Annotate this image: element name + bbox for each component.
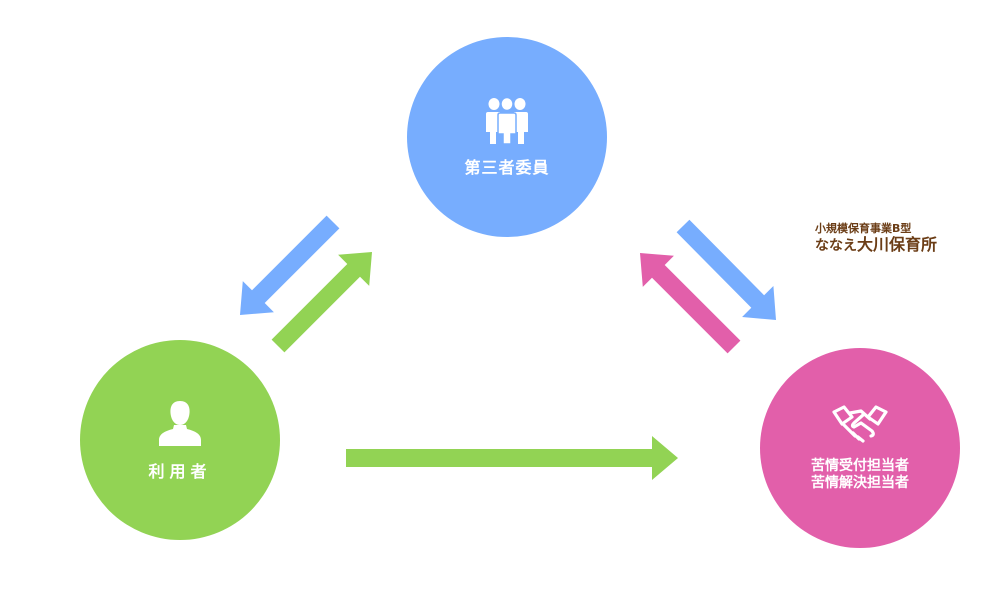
- brand-name-main: 大川保育所: [857, 235, 938, 254]
- brand-name: ななえ大川保育所: [815, 235, 937, 256]
- brand-subtitle: 小規模保育事業B型: [815, 222, 912, 235]
- complaint-staff-node: 苦情受付担当者 苦情解決担当者: [760, 348, 960, 548]
- brand-name-prefix: ななえ: [815, 238, 857, 254]
- third-party-label: 第三者委員: [464, 157, 550, 177]
- complaint-staff-line2: 苦情解決担当者: [811, 475, 909, 491]
- user-node: 利用者: [80, 340, 280, 540]
- third-party-node: 第三者委員: [407, 37, 607, 237]
- group-icon: [486, 97, 528, 144]
- complaint-staff-line1: 苦情受付担当者: [811, 458, 909, 474]
- nursery-brand: 小規模保育事業B型 ななえ大川保育所: [815, 222, 937, 256]
- handshake-icon: [832, 405, 888, 443]
- user-label: 利用者: [148, 461, 212, 481]
- complaint-staff-label: 苦情受付担当者 苦情解決担当者: [811, 458, 909, 492]
- arrow-user-to-third-party: [271, 252, 372, 353]
- arrow-third-party-to-complaint-staff: [676, 219, 776, 320]
- person-icon: [159, 400, 201, 446]
- arrow-third-party-to-user: [240, 215, 340, 315]
- arrow-user-to-complaint-staff: [346, 436, 678, 480]
- arrow-complaint-staff-to-third-party: [640, 253, 741, 354]
